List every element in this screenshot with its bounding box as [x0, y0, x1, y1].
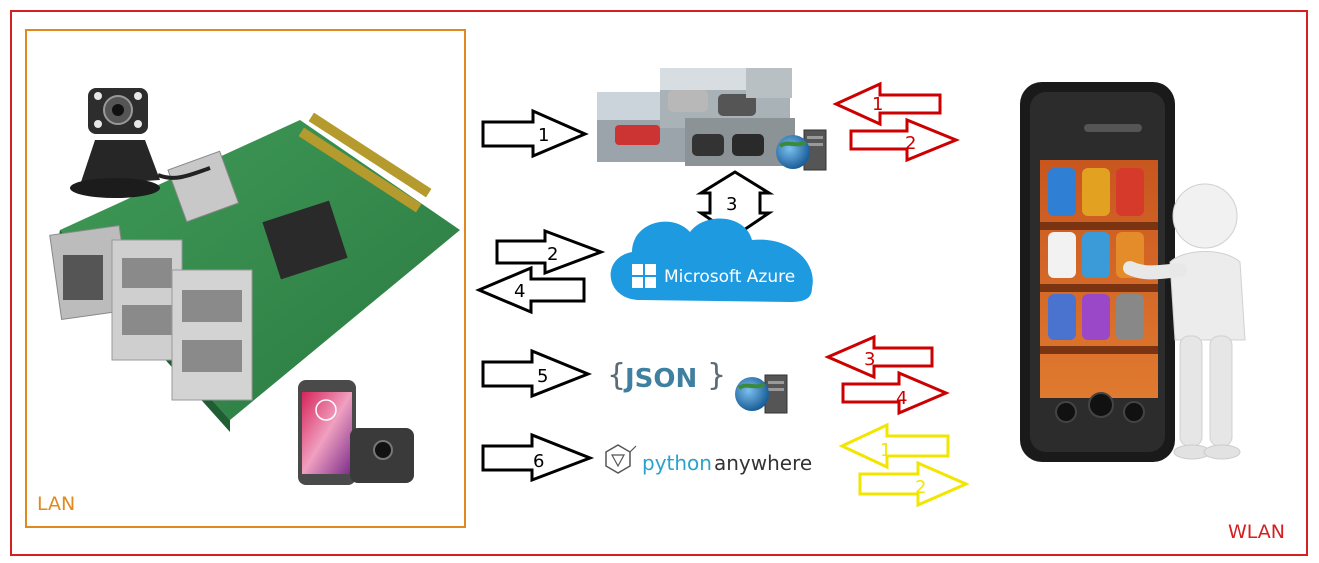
- svg-text:JSON: JSON: [623, 364, 697, 394]
- red-arrow-3-left: 3: [824, 334, 934, 380]
- json-server-globe-icon: [735, 374, 788, 414]
- svg-text:6: 6: [533, 451, 544, 472]
- arrow-2-right: 2: [495, 228, 606, 276]
- json-logo: { JSON }: [607, 358, 726, 394]
- svg-text:4: 4: [896, 388, 907, 409]
- red-arrow-4-right: 4: [841, 370, 950, 416]
- svg-text:anywhere: anywhere: [714, 451, 812, 475]
- svg-text:}: }: [707, 358, 726, 393]
- svg-text:1: 1: [880, 440, 891, 461]
- yellow-arrow-1-left: 1: [838, 422, 950, 470]
- red-arrow-1-left: 1: [832, 81, 942, 127]
- svg-text:2: 2: [915, 477, 926, 498]
- lan-smartphone-image: [298, 380, 414, 485]
- wlan-label: WLAN: [1228, 521, 1285, 543]
- pythonanywhere-logo: python anywhere: [605, 444, 812, 475]
- svg-text:3: 3: [726, 194, 737, 215]
- server-globe-icon: [776, 129, 827, 171]
- svg-text:2: 2: [547, 244, 558, 265]
- lan-label: LAN: [37, 493, 75, 515]
- svg-text:{: {: [607, 358, 626, 393]
- svg-text:Microsoft Azure: Microsoft Azure: [664, 267, 795, 287]
- wlan-region-border: [10, 10, 1308, 556]
- svg-text:1: 1: [538, 125, 549, 146]
- red-arrow-2-right: 2: [849, 117, 960, 163]
- svg-text:python: python: [642, 451, 712, 475]
- arrow-6-right: 6: [481, 432, 595, 483]
- yellow-arrow-2-right: 2: [858, 460, 970, 508]
- svg-text:3: 3: [864, 349, 875, 370]
- svg-text:2: 2: [905, 133, 916, 154]
- arrow-5-right: 5: [481, 348, 593, 399]
- wlan-user-smartphone-image: [1020, 82, 1246, 462]
- lan-region-border: [25, 29, 466, 528]
- arrow-1-right: 1: [481, 108, 589, 159]
- svg-text:5: 5: [537, 366, 548, 387]
- raspberry-pi-image: [49, 88, 460, 432]
- parking-photos-collage: [597, 68, 795, 166]
- svg-text:4: 4: [514, 281, 525, 302]
- arrow-4-left: 4: [475, 265, 586, 315]
- microsoft-azure-logo: Microsoft Azure: [610, 218, 813, 302]
- svg-text:1: 1: [872, 94, 883, 115]
